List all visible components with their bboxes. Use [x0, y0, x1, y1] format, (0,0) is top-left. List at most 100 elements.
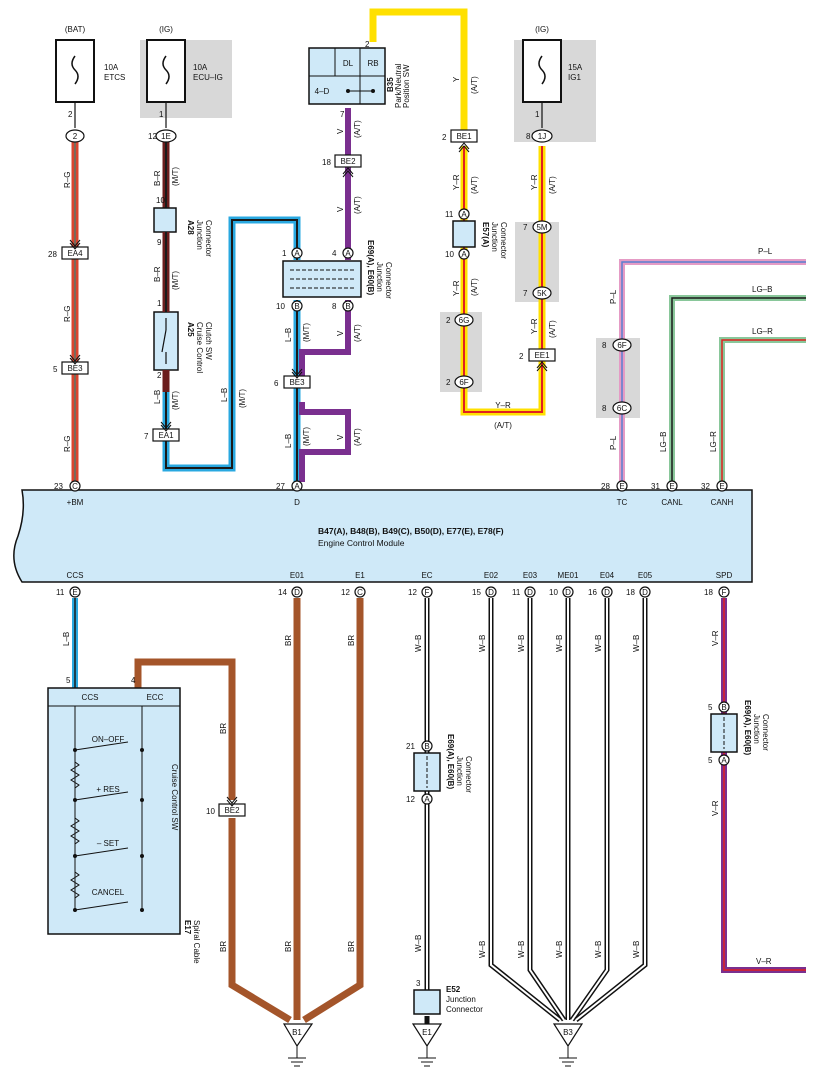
svg-text:L–B: L–B	[284, 328, 293, 342]
svg-text:16: 16	[588, 588, 597, 597]
fuse-ecuig-pin: 1	[159, 110, 164, 119]
svg-text:(A/T): (A/T)	[470, 278, 479, 296]
svg-text:9: 9	[157, 238, 162, 247]
svg-text:(M/T): (M/T)	[171, 391, 180, 410]
ecm-term-e05: E05 18 D	[626, 571, 653, 598]
svg-text:6: 6	[274, 379, 279, 388]
svg-text:6F: 6F	[459, 378, 468, 387]
svg-text:27: 27	[276, 482, 285, 491]
svg-text:8: 8	[602, 404, 607, 413]
svg-text:5K: 5K	[537, 289, 547, 298]
svg-text:B: B	[721, 703, 726, 712]
svg-text:E69(A), E60(B): E69(A), E60(B)	[366, 240, 375, 295]
svg-text:BE2: BE2	[340, 157, 356, 166]
junction-e52: 3 E52 Junction Connector	[413, 979, 483, 1015]
svg-text:V: V	[336, 206, 345, 212]
svg-text:2: 2	[446, 316, 451, 325]
svg-text:12: 12	[148, 132, 157, 141]
svg-text:11: 11	[445, 210, 454, 219]
svg-text:Junction: Junction	[446, 995, 476, 1004]
svg-text:ME01: ME01	[558, 571, 579, 580]
svg-text:B: B	[294, 302, 299, 311]
ground-b3: B3	[552, 1023, 584, 1067]
connector-5m: 7 5M	[523, 220, 552, 234]
svg-text:A: A	[461, 210, 467, 219]
svg-text:8: 8	[332, 302, 337, 311]
svg-text:6G: 6G	[459, 316, 470, 325]
svg-text:E: E	[72, 588, 77, 597]
ecm-term-bm: 23 C +BM	[54, 480, 84, 507]
svg-text:A: A	[294, 482, 300, 491]
svg-text:L–B: L–B	[220, 388, 229, 402]
svg-text:18: 18	[322, 158, 331, 167]
svg-text:E1: E1	[355, 571, 365, 580]
svg-text:7: 7	[523, 289, 528, 298]
svg-text:B3: B3	[563, 1028, 573, 1037]
svg-text:21: 21	[406, 742, 415, 751]
svg-text:(A/T): (A/T)	[353, 428, 362, 446]
svg-text:A25: A25	[186, 322, 195, 337]
svg-text:(A/T): (A/T)	[353, 324, 362, 342]
fuse-ig1-source: (IG)	[535, 25, 549, 34]
svg-text:(M/T): (M/T)	[238, 389, 247, 408]
svg-text:BR: BR	[219, 723, 228, 734]
svg-text:Junction: Junction	[195, 220, 204, 250]
svg-text:4: 4	[332, 249, 337, 258]
connector-chevrons	[69, 142, 548, 807]
svg-text:BR: BR	[347, 635, 356, 646]
svg-text:D: D	[527, 588, 533, 597]
svg-text:E57(A): E57(A)	[481, 222, 490, 248]
svg-text:CANL: CANL	[661, 498, 683, 507]
connector-be1: 2 BE1	[442, 129, 478, 143]
svg-text:BR: BR	[284, 635, 293, 646]
svg-text:Junction: Junction	[455, 756, 464, 786]
ecm-term-e1: E1 12 C	[341, 571, 366, 598]
fuse-ecuig-source: (IG)	[159, 25, 173, 34]
fuse-ecuig: (IG) 10A ECU–IG 1	[146, 25, 223, 128]
ecm-term-canl: 31 E CANL	[651, 480, 683, 507]
svg-text:BR: BR	[284, 941, 293, 952]
fuse-ig1-pin: 1	[535, 110, 540, 119]
svg-text:B: B	[345, 302, 350, 311]
svg-text:W–B: W–B	[594, 941, 603, 958]
svg-text:Spiral Cable: Spiral Cable	[192, 920, 201, 964]
fuse-ecuig-rating: 10A	[193, 63, 208, 72]
svg-text:(A/T): (A/T)	[353, 120, 362, 138]
svg-text:(M/T): (M/T)	[302, 323, 311, 342]
svg-text:V–R: V–R	[711, 630, 720, 646]
svg-text:E03: E03	[523, 571, 538, 580]
svg-text:7: 7	[523, 223, 528, 232]
svg-text:Junction: Junction	[490, 222, 499, 252]
svg-text:BR: BR	[219, 941, 228, 952]
svg-text:BE3: BE3	[67, 364, 83, 373]
svg-text:7: 7	[144, 432, 149, 441]
svg-text:11: 11	[56, 588, 65, 597]
junction-e69-e60-ec: 21 B 12 A E69(A), E60(B) Junction Connec…	[406, 734, 473, 805]
svg-text:(M/T): (M/T)	[171, 271, 180, 290]
svg-text:A: A	[424, 795, 430, 804]
svg-text:Cruise Control SW: Cruise Control SW	[170, 764, 179, 831]
wire-lgb	[669, 295, 806, 482]
svg-text:E04: E04	[600, 571, 615, 580]
svg-text:32: 32	[701, 482, 710, 491]
svg-text:L–B: L–B	[153, 390, 162, 404]
connector-6f-2: 8 6F	[602, 338, 632, 352]
wire-vr	[721, 598, 806, 973]
svg-text:W–B: W–B	[594, 635, 603, 652]
svg-text:W–B: W–B	[478, 941, 487, 958]
svg-text:B–R: B–R	[153, 170, 162, 186]
ecm-term-ccs: CCS 11 E	[56, 571, 83, 598]
svg-text:A: A	[461, 250, 467, 259]
svg-text:E02: E02	[484, 571, 499, 580]
ecm-term-tc: 28 E TC	[601, 480, 628, 507]
svg-text:D: D	[604, 588, 610, 597]
svg-text:Clutch SW: Clutch SW	[204, 322, 213, 360]
svg-text:2: 2	[73, 132, 78, 141]
svg-text:E1: E1	[422, 1028, 432, 1037]
junction-e57: 11 A 10 A E57(A) Junction Connector	[445, 208, 508, 260]
svg-text:Connector: Connector	[499, 222, 508, 259]
svg-text:5: 5	[708, 703, 713, 712]
svg-text:4–D: 4–D	[315, 87, 330, 96]
svg-text:CCS: CCS	[82, 693, 99, 702]
svg-text:V: V	[336, 434, 345, 440]
